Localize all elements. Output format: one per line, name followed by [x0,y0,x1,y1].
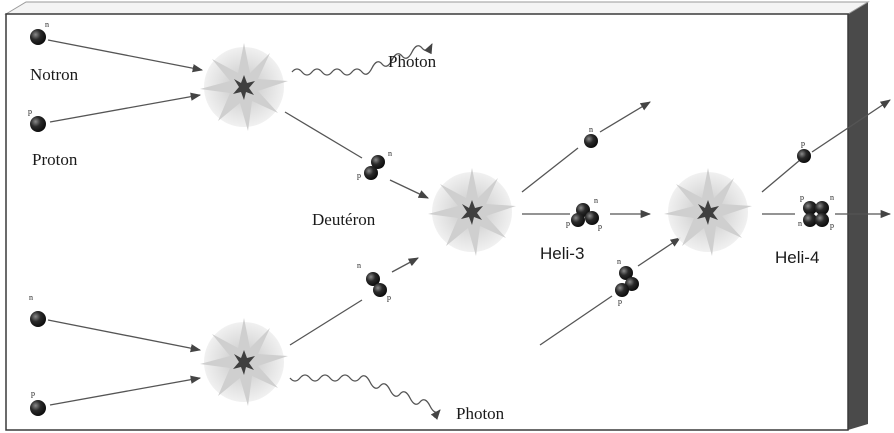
helium3-particle [571,203,599,227]
photon-waves [289,43,441,420]
label-deuteron: Deutéron [312,210,376,229]
arrow-neutron-out [521,147,579,193]
letter-p-9: p [830,221,834,230]
letter-n-1: n [45,20,49,29]
photon-wave-top [291,43,433,76]
proton-particle [30,116,46,132]
collision-burst-4 [200,318,288,406]
letter-n-2: n [388,149,392,158]
letter-n-4: n [594,196,598,205]
letter-p-3: p [566,219,570,228]
letter-n-8: n [798,219,802,228]
letter-n-7: n [830,193,834,202]
particles [30,29,829,416]
collision-burst-2 [428,168,516,256]
proton-out-particle [797,149,811,163]
arrow-neutron-out-2 [599,101,651,133]
arrow-incoming-he3 [539,295,613,346]
letter-p-1: p [28,107,32,116]
letter-p-2: p [357,171,361,180]
arrow-deuteron-to-burst2 [389,179,429,199]
letter-n-3: n [589,125,593,134]
letter-n-5: n [357,261,361,270]
letter-p-10: p [31,389,35,398]
arrow-incoming-he3-2 [637,237,681,267]
arrow-to-deuteron-bottom [289,299,363,346]
helium4-particle [803,201,829,227]
arrow-proton-in-2 [49,375,202,406]
label-helium3: Heli-3 [540,244,585,263]
label-photon-bottom: Photon [456,404,505,423]
arrow-proton-out-2 [811,99,891,153]
neutron-particle [30,29,46,45]
letter-p-8: p [800,193,804,202]
arrow-neutron-in [47,39,204,73]
letter-n-6: n [617,257,621,266]
letter-n-9: n [29,293,33,302]
reaction-arrows [47,39,892,406]
collision-burst-3 [664,168,752,256]
letter-p-5: p [387,293,391,302]
label-neutron: Notron [30,65,79,84]
label-helium4: Heli-4 [775,248,820,267]
collision-burst-1 [200,43,288,131]
letter-p-4: p [598,222,602,231]
label-photon-top: Photon [388,52,437,71]
letter-p-7: p [801,139,805,148]
label-proton: Proton [32,150,78,169]
arrow-proton-out [761,159,801,193]
deuteron-top [364,155,385,180]
incoming-helium3-particle [615,266,639,297]
neutron-out-particle [584,134,598,148]
photon-wave-bottom [289,374,441,420]
arrow-proton-in [49,92,202,123]
neutron-particle-2 [30,311,46,327]
arrow-to-deuteron-top [284,111,363,159]
arrow-deuteron-up [391,257,419,273]
arrow-neutron-in-2 [47,319,202,353]
particle-letters: n p n p n n p p n p n p p p n n p n p [28,20,834,398]
proton-particle-2 [30,400,46,416]
letter-p-6: p [618,297,622,306]
deuteron-bottom [366,272,387,297]
